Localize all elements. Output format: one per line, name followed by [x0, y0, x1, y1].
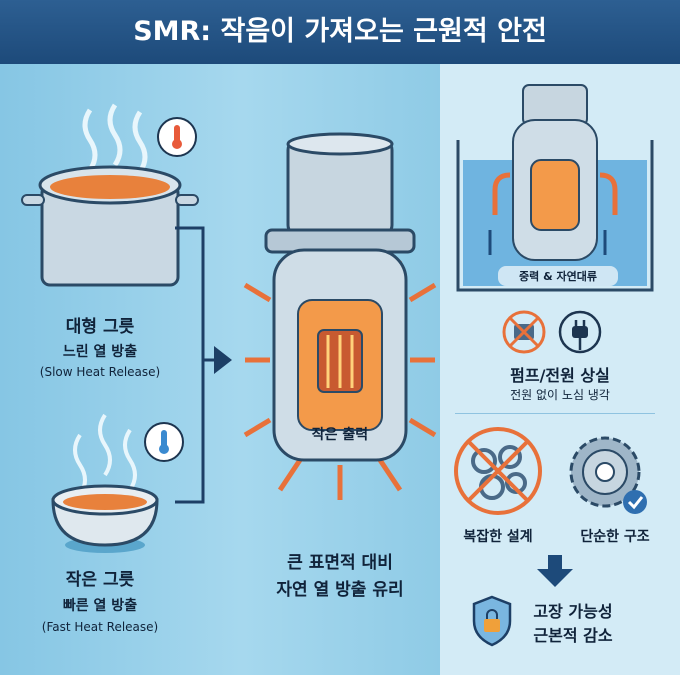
pump-loss-subtitle: 전원 없이 노심 냉각 — [510, 388, 610, 402]
pump-loss-title: 펌프/전원 상실 — [510, 366, 610, 385]
reactor-vessel-icon — [243, 132, 437, 500]
large-pot-subtitle: 느린 열 방출 — [62, 344, 138, 360]
thermometer-hot-icon — [157, 117, 197, 157]
center-caption-line1: 큰 표면적 대비 — [287, 553, 393, 573]
center-caption-line2: 자연 열 방출 유리 — [276, 580, 404, 600]
simple-gear-check-icon — [569, 436, 647, 514]
pool-reactor-icon — [456, 84, 654, 292]
page-title: SMR: 작음이 가져오는 근원적 안전 — [0, 0, 680, 64]
pool-label: 중력 & 자연대류 — [498, 266, 618, 286]
large-pot-title: 대형 그릇 — [65, 317, 135, 337]
power-plug-icon — [558, 310, 602, 354]
thermometer-cool-icon — [144, 422, 184, 462]
no-pump-icon — [502, 310, 546, 354]
small-bowl-subtitle: 빠른 열 방출 — [62, 598, 138, 614]
divider — [455, 413, 655, 414]
bracket-arrow-icon — [175, 226, 232, 504]
small-bowl-icon — [51, 413, 159, 553]
complex-gears-crossed-icon — [454, 427, 542, 515]
core-label: 작은 출력 — [311, 427, 369, 443]
small-bowl-english: (Fast Heat Release) — [41, 620, 159, 634]
shield-lock-icon — [472, 595, 512, 647]
result-line1: 고장 가능성 — [533, 602, 613, 621]
complex-design-label: 복잡한 설계 — [463, 529, 533, 545]
large-pot-icon — [21, 103, 199, 287]
small-bowl-title: 작은 그릇 — [65, 570, 135, 590]
result-line2: 근본적 감소 — [533, 626, 613, 645]
simple-structure-label: 단순한 구조 — [580, 529, 650, 545]
large-pot-english: (Slow Heat Release) — [39, 365, 161, 379]
down-arrow-icon — [537, 555, 573, 587]
